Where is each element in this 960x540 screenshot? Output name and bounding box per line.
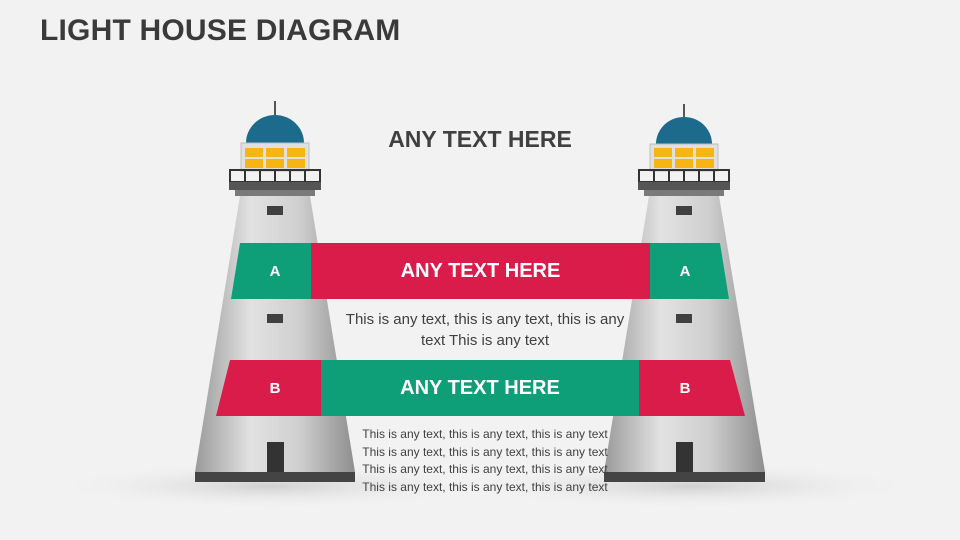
ground-shadow-right xyxy=(455,462,925,510)
ground-shadow-left xyxy=(45,462,495,510)
band-a: ANY TEXT HERE xyxy=(311,243,650,299)
top-heading: ANY TEXT HERE xyxy=(388,126,572,152)
left-tower-label-b: B xyxy=(269,380,281,397)
band-a-label: ANY TEXT HERE xyxy=(400,259,561,282)
section-a-text: This is any text, this is any text, this… xyxy=(345,311,625,349)
section-b-text: This is any text, this is any text, this… xyxy=(362,427,608,494)
left-tower-label-a: A xyxy=(269,263,281,280)
right-tower-label-a: A xyxy=(679,263,691,280)
band-b: ANY TEXT HERE xyxy=(321,360,639,416)
band-b-label: ANY TEXT HERE xyxy=(400,376,560,399)
right-tower-label-b: B xyxy=(679,380,691,397)
slide-title: LIGHT HOUSE DIAGRAM xyxy=(40,14,401,47)
